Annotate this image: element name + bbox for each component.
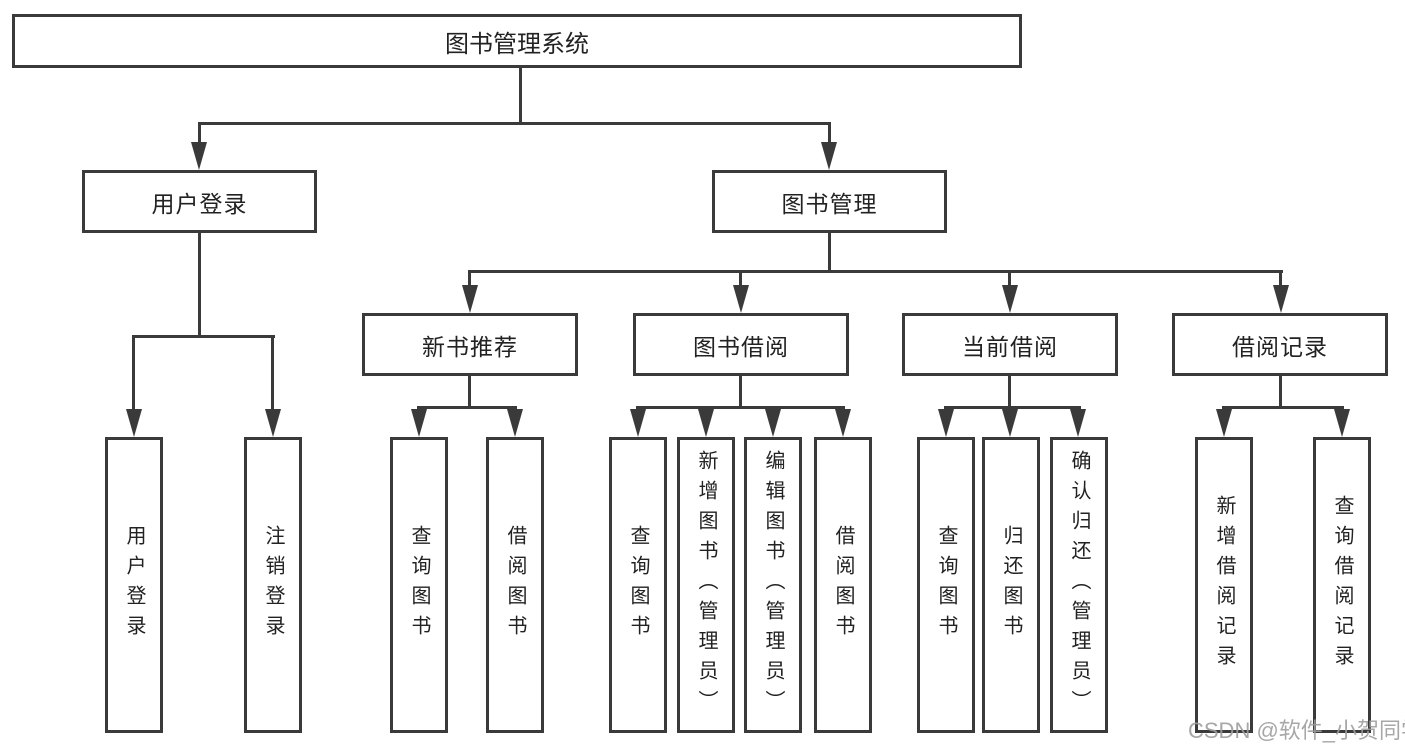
connector-line — [198, 122, 831, 125]
node-leaf-add-borrow-record: 新增借阅记录 — [1195, 437, 1253, 733]
connector-line — [132, 335, 275, 338]
arrowhead-down-icon — [835, 409, 851, 437]
node-leaf-logout: 注销登录 — [244, 437, 302, 733]
leaf-label: 查询图书 — [408, 525, 430, 645]
node-leaf-edit-books-admin: 编辑图书（管理员） — [744, 437, 802, 733]
leaf-label: 借阅图书 — [504, 525, 526, 645]
arrowhead-down-icon — [126, 409, 142, 437]
connector-line — [944, 406, 1081, 409]
connector-line — [1279, 376, 1282, 406]
leaf-label: 查询图书 — [935, 525, 957, 645]
connector-line — [739, 376, 742, 406]
arrowhead-down-icon — [1002, 409, 1018, 437]
connector-line — [1222, 406, 1344, 409]
connector-line — [828, 233, 831, 270]
connector-line — [468, 270, 1283, 273]
arrowhead-down-icon — [1002, 285, 1018, 313]
leaf-label: 借阅图书 — [832, 525, 854, 645]
leaf-label: 新增借阅记录 — [1213, 495, 1235, 675]
leaf-label: 用户登录 — [123, 525, 145, 645]
connector-line — [1008, 376, 1011, 406]
connector-line — [198, 122, 201, 142]
connector-line — [1008, 270, 1011, 285]
node-leaf-confirm-return-admin: 确认归还（管理员） — [1050, 437, 1108, 733]
node-library-management-system: 图书管理系统 — [12, 14, 1022, 68]
connector-line — [739, 270, 742, 285]
node-borrowing-records: 借阅记录 — [1172, 313, 1388, 376]
node-leaf-query-books-2: 查询图书 — [609, 437, 667, 733]
node-leaf-query-borrow-record: 查询借阅记录 — [1313, 437, 1371, 733]
node-book-management-module: 图书管理 — [712, 170, 947, 233]
connector-line — [468, 376, 471, 406]
connector-line — [519, 68, 522, 122]
arrowhead-down-icon — [821, 142, 837, 170]
csdn-watermark: CSDN @软件_小贺同学 — [1188, 718, 1405, 743]
connector-line — [828, 122, 831, 142]
arrowhead-down-icon — [938, 409, 954, 437]
leaf-label: 编辑图书（管理员） — [762, 450, 784, 720]
node-leaf-return-books: 归还图书 — [982, 437, 1040, 733]
connector-line — [468, 270, 471, 285]
connector-line — [1279, 270, 1282, 285]
leaf-label: 注销登录 — [262, 525, 284, 645]
node-leaf-borrow-books-2: 借阅图书 — [814, 437, 872, 733]
arrowhead-down-icon — [733, 285, 749, 313]
arrowhead-down-icon — [191, 142, 207, 170]
connector-line — [132, 335, 135, 409]
arrowhead-down-icon — [1216, 409, 1232, 437]
node-leaf-add-books-admin: 新增图书（管理员） — [677, 437, 735, 733]
leaf-label: 确认归还（管理员） — [1068, 450, 1090, 720]
node-current-borrowing: 当前借阅 — [902, 313, 1118, 376]
node-new-book-recommendation: 新书推荐 — [362, 313, 578, 376]
node-book-borrowing: 图书借阅 — [633, 313, 849, 376]
leaf-label: 查询借阅记录 — [1331, 495, 1353, 675]
leaf-label: 新增图书（管理员） — [695, 450, 717, 720]
arrowhead-down-icon — [765, 409, 781, 437]
arrowhead-down-icon — [507, 409, 523, 437]
node-leaf-query-books-1: 查询图书 — [390, 437, 448, 733]
connector-line — [271, 335, 274, 409]
arrowhead-down-icon — [630, 409, 646, 437]
arrowhead-down-icon — [1334, 409, 1350, 437]
arrowhead-down-icon — [265, 409, 281, 437]
connector-line — [417, 406, 517, 409]
connector-line — [636, 406, 845, 409]
node-user-login-module: 用户登录 — [82, 170, 317, 233]
leaf-label: 查询图书 — [627, 525, 649, 645]
arrowhead-down-icon — [698, 409, 714, 437]
arrowhead-down-icon — [1070, 409, 1086, 437]
connector-line — [198, 233, 201, 335]
node-leaf-query-books-3: 查询图书 — [917, 437, 975, 733]
arrowhead-down-icon — [1273, 285, 1289, 313]
node-leaf-borrow-books-1: 借阅图书 — [486, 437, 544, 733]
arrowhead-down-icon — [411, 409, 427, 437]
leaf-label: 归还图书 — [1000, 525, 1022, 645]
node-leaf-user-login: 用户登录 — [105, 437, 163, 733]
arrowhead-down-icon — [462, 285, 478, 313]
